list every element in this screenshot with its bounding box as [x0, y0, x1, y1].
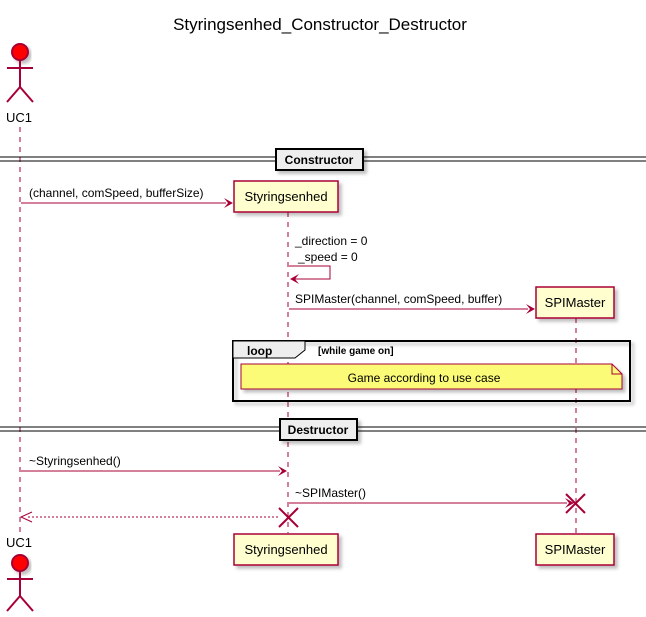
destroy-styringsenhed-label: ~Styringsenhed()	[29, 454, 121, 468]
spimaster-participant-bottom[interactable]	[535, 533, 615, 566]
styringsenhed-destroy-icon	[278, 507, 299, 528]
actor-head-icon	[11, 554, 29, 572]
styringsenhed-bottom-label: Styringsenhed	[244, 542, 327, 557]
spimaster-bottom-label: SPIMaster	[545, 542, 606, 557]
actor-head-icon	[11, 43, 29, 61]
destroy-spimaster-label: ~SPIMaster()	[295, 486, 366, 500]
actor-uc1-bottom-label: UC1	[6, 535, 32, 550]
self-call-arrow	[289, 265, 331, 280]
loop-keyword: loop	[247, 344, 272, 358]
styringsenhed-participant-top[interactable]	[233, 180, 339, 213]
self-call-label-line2: _speed = 0	[297, 250, 358, 264]
self-call-label-line1: _direction = 0	[294, 234, 368, 248]
loop-fragment-tab	[232, 340, 306, 359]
spimaster-top-label: SPIMaster	[545, 295, 606, 310]
constructor-divider	[275, 148, 364, 171]
styringsenhed-top-label: Styringsenhed	[244, 189, 327, 204]
actor-uc1-bottom[interactable]	[6, 554, 34, 612]
create-spimaster-label: SPIMaster(channel, comSpeed, buffer)	[295, 292, 502, 306]
loop-note-text: Game according to use case	[348, 371, 501, 385]
actor-uc1-top-label: UC1	[6, 110, 32, 125]
spimaster-destroy-icon	[565, 493, 586, 514]
loop-note	[240, 363, 623, 390]
destructor-divider	[279, 418, 358, 441]
destructor-divider-label: Destructor	[288, 423, 349, 437]
diagram-title: Styringsenhed_Constructor_Destructor	[173, 15, 467, 34]
create-styringsenhed-label: (channel, comSpeed, bufferSize)	[29, 186, 204, 200]
styringsenhed-participant-bottom[interactable]	[233, 533, 339, 566]
spimaster-participant-top[interactable]	[535, 286, 615, 319]
loop-fragment	[232, 340, 631, 402]
loop-guard: [while game on]	[318, 346, 394, 357]
actor-uc1-top[interactable]	[6, 43, 34, 103]
constructor-divider-label: Constructor	[285, 153, 354, 167]
